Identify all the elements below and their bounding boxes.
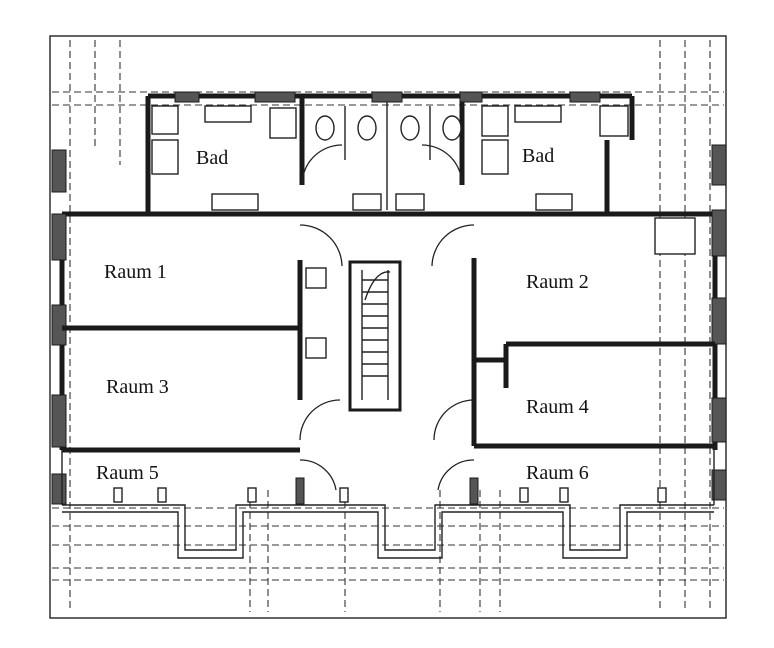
room-label-raum-2: Raum 2: [526, 271, 589, 293]
room-label-raum-6: Raum 6: [526, 462, 589, 484]
room-label-raum-5: Raum 5: [96, 462, 159, 484]
room-label-bad-right: Bad: [522, 145, 554, 167]
bathroom-block: [145, 91, 635, 212]
room-label-raum-1: Raum 1: [104, 261, 167, 283]
staircase: [348, 260, 402, 412]
exterior-walls: [51, 144, 727, 505]
balcony-area: [61, 446, 715, 559]
room-label-raum-4: Raum 4: [526, 396, 589, 418]
room-label-bad-left: Bad: [196, 147, 228, 169]
interior-walls: [62, 217, 715, 491]
room-label-raum-3: Raum 3: [106, 376, 169, 398]
